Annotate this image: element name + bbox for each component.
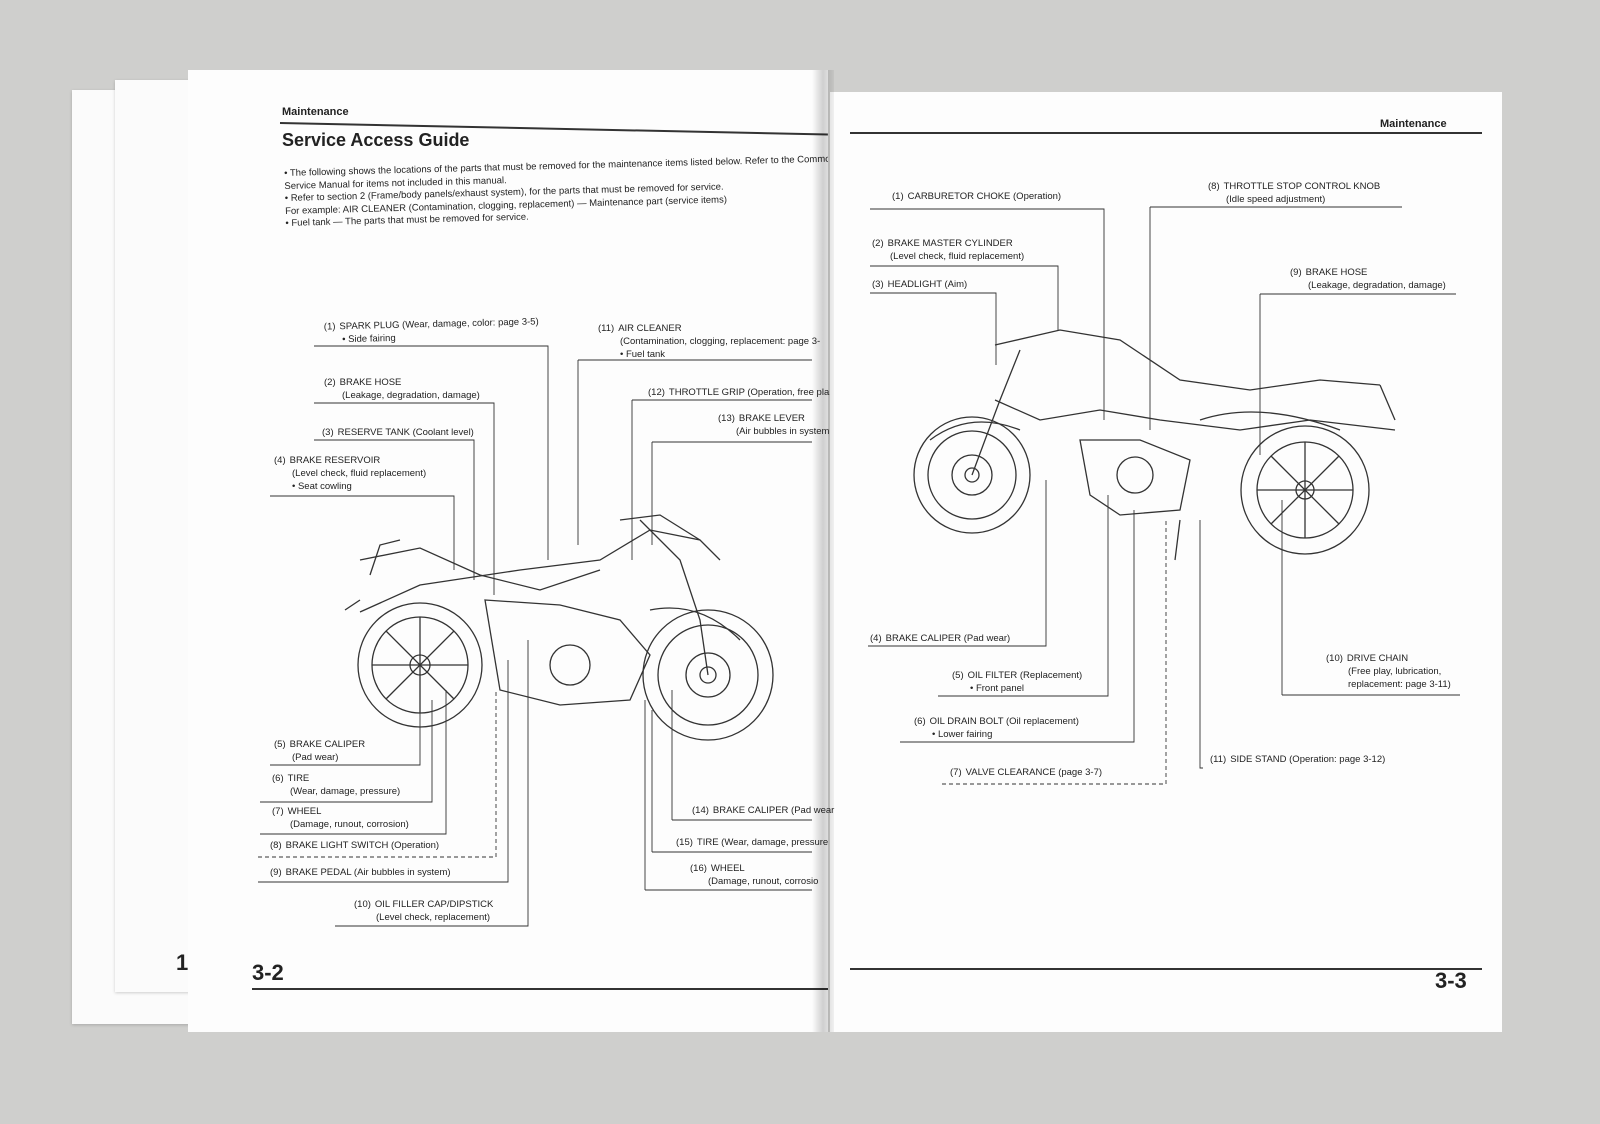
callout-left-8: (8)BRAKE LIGHT SWITCH (Operation) [270, 840, 440, 851]
left-page-header: Maintenance [282, 106, 349, 118]
callout-left-3: (3)RESERVE TANK (Coolant level) [322, 427, 474, 438]
page-title: Service Access Guide [282, 130, 470, 150]
callout-left-1: (1)SPARK PLUG (Wear, damage, color: page… [323, 316, 539, 346]
callout-left-7: (7)WHEEL (Damage, runout, corrosion) [272, 806, 409, 830]
callout-left-5: (5)BRAKE CALIPER (Pad wear) [274, 739, 366, 763]
callout-right-1: (1)CARBURETOR CHOKE (Operation) [892, 191, 1062, 202]
callout-left-15: (15)TIRE (Wear, damage, pressure [676, 837, 829, 848]
callout-left-9: (9)BRAKE PEDAL (Air bubbles in system) [270, 867, 451, 878]
callout-right-8: (8)THROTTLE STOP CONTROL KNOB (Idle spee… [1208, 181, 1381, 205]
left-footer-rule [252, 988, 828, 990]
right-page-number: 3-3 [1435, 968, 1467, 993]
callout-right-11: (11)SIDE STAND (Operation: page 3-12) [1210, 754, 1386, 765]
motorcycle-right-diagram [913, 329, 1396, 561]
callout-left-11: (11)AIR CLEANER (Contamination, clogging… [598, 323, 821, 360]
motorcycle-left-diagram [344, 514, 774, 741]
callout-right-2: (2)BRAKE MASTER CYLINDER (Level check, f… [872, 238, 1025, 262]
callout-left-10: (10)OIL FILLER CAP/DIPSTICK (Level check… [354, 899, 494, 923]
right-page: Maintenance 3-3 [830, 92, 1502, 1032]
callout-right-4: (4)BRAKE CALIPER (Pad wear) [870, 633, 1011, 644]
callout-right-3: (3)HEADLIGHT (Aim) [872, 279, 968, 290]
callout-right-9: (9)BRAKE HOSE (Leakage, degradation, dam… [1290, 267, 1446, 291]
right-leader-lines [868, 206, 1460, 785]
right-header-rule [850, 132, 1482, 134]
callout-left-16: (16)WHEEL (Damage, runout, corrosio [690, 863, 819, 887]
callout-left-2: (2)BRAKE HOSE (Leakage, degradation, dam… [324, 377, 480, 401]
callout-right-7: (7)VALVE CLEARANCE (page 3-7) [950, 767, 1103, 778]
left-page-number: 3-2 [252, 960, 284, 985]
callout-left-4: (4)BRAKE RESERVOIR (Level check, fluid r… [274, 455, 427, 492]
callout-left-14: (14)BRAKE CALIPER (Pad wear [692, 805, 835, 816]
callout-right-10: (10)DRIVE CHAIN (Free play, lubrication,… [1326, 653, 1451, 690]
callout-right-6: (6)OIL DRAIN BOLT (Oil replacement) • Lo… [914, 716, 1079, 740]
right-footer-rule [850, 968, 1482, 970]
right-page-header: Maintenance [1380, 118, 1447, 130]
left-leader-lines [258, 345, 812, 927]
callout-left-12: (12)THROTTLE GRIP (Operation, free pla [648, 387, 830, 398]
callout-right-5: (5)OIL FILTER (Replacement) • Front pane… [952, 670, 1083, 694]
callout-left-6: (6)TIRE (Wear, damage, pressure) [272, 773, 401, 797]
spine-shadow [812, 70, 834, 1032]
callout-left-13: (13)BRAKE LEVER (Air bubbles in system [718, 413, 830, 437]
